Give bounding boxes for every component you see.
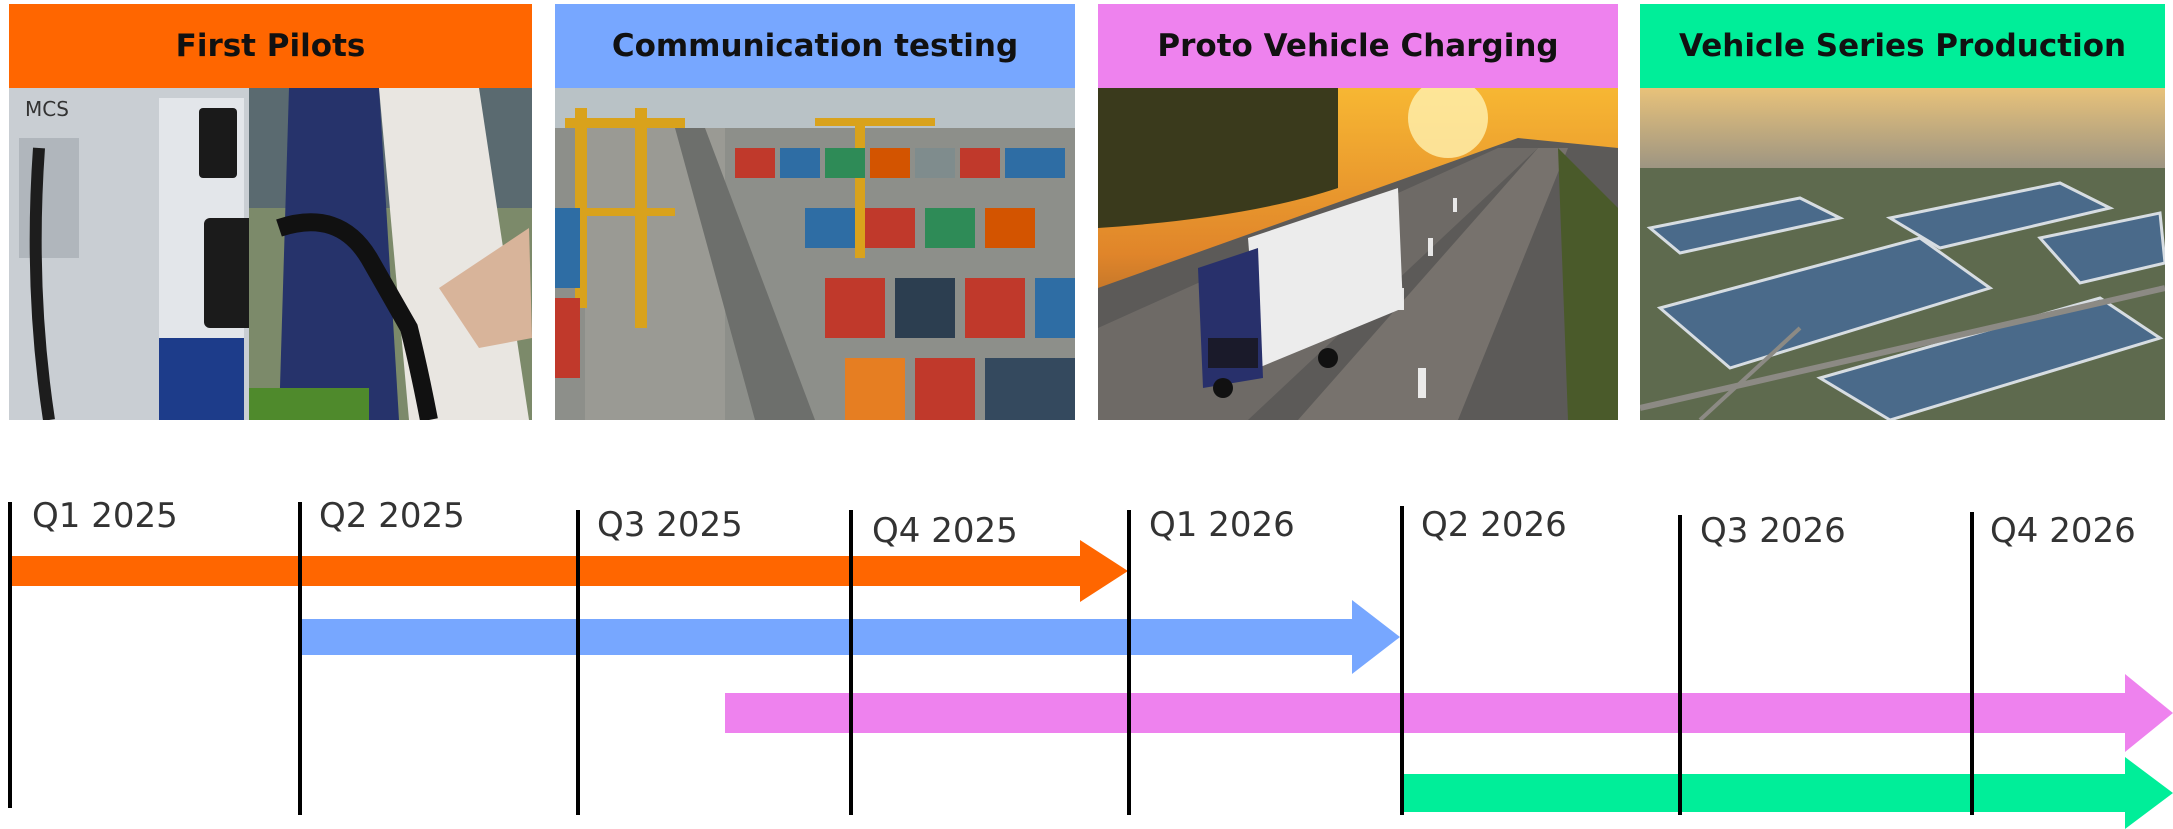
timeline-bar-1 <box>10 540 1128 602</box>
phase-first-pilots: First Pilots MCS <box>9 4 532 420</box>
phase-header: Vehicle Series Production <box>1640 4 2165 88</box>
quarter-label-q1-2025: Q1 2025 <box>32 496 178 536</box>
phase-vehicle-series-production: Vehicle Series Production <box>1640 4 2165 420</box>
warehouse-aerial-photo <box>1640 88 2165 420</box>
quarter-label-q1-2026: Q1 2026 <box>1149 505 1295 545</box>
quarter-label-q2-2025: Q2 2025 <box>319 496 465 536</box>
quarter-label-q3-2026: Q3 2026 <box>1700 511 1846 551</box>
phase-header: Proto Vehicle Charging <box>1098 4 1618 88</box>
truck-highway-photo <box>1098 88 1618 420</box>
quarter-label-q4-2025: Q4 2025 <box>872 511 1018 551</box>
quarter-label-q3-2025: Q3 2025 <box>597 505 743 545</box>
quarter-label-q4-2026: Q4 2026 <box>1990 511 2136 551</box>
charging-station-photo: MCS <box>9 88 532 420</box>
timeline-bar-4 <box>1402 757 2173 829</box>
timeline-bar-3 <box>725 674 2173 752</box>
phase-proto-vehicle-charging: Proto Vehicle Charging <box>1098 4 1618 420</box>
phase-communication-testing: Communication testing <box>555 4 1075 420</box>
phase-header: Communication testing <box>555 4 1075 88</box>
container-port-photo <box>555 88 1075 420</box>
phase-header: First Pilots <box>9 4 532 88</box>
quarter-label-q2-2026: Q2 2026 <box>1421 505 1567 545</box>
mcs-label: MCS <box>25 97 69 121</box>
